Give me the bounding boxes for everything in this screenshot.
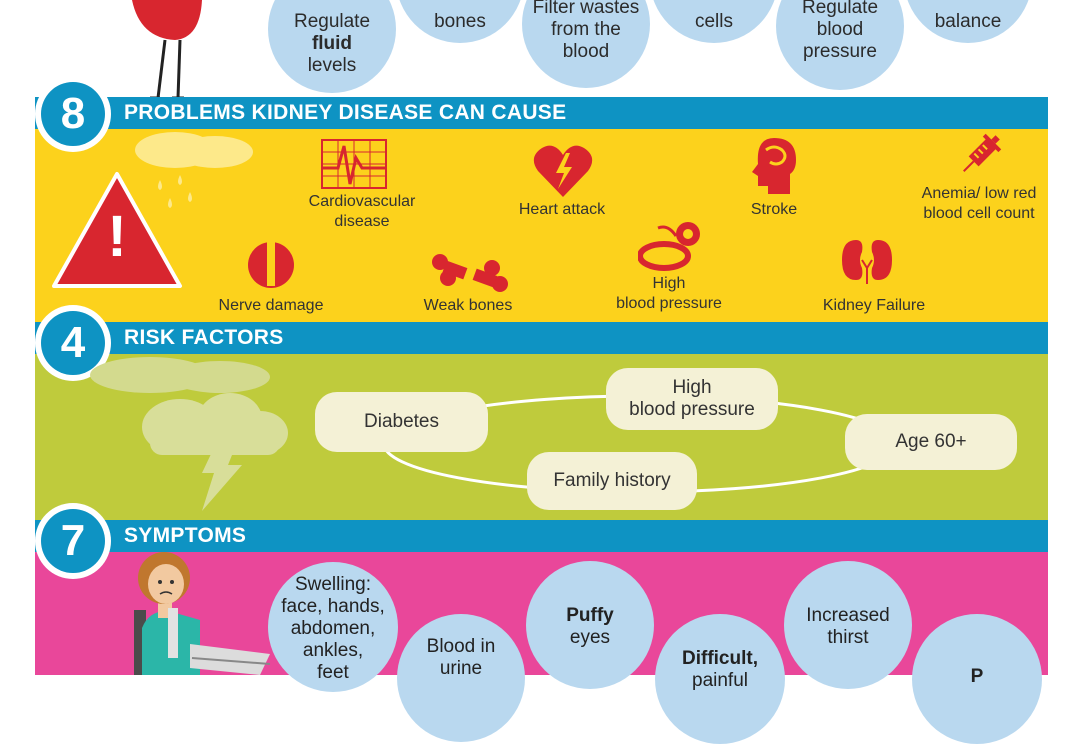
risk-title: RISK FACTORS xyxy=(124,326,284,349)
symptom-puffy-eyes: Puffy eyes xyxy=(526,561,654,689)
sick-person-illustration xyxy=(120,548,280,675)
symptoms-number-badge: 7 xyxy=(35,503,111,579)
problem-label-cardiovascular: Cardiovascular disease xyxy=(308,193,416,230)
symptoms-number: 7 xyxy=(41,509,105,573)
function-circle-wastes: Filter wastes from the blood xyxy=(522,0,650,88)
problem-label-anemia: Anemia/ low red blood cell count xyxy=(921,185,1037,222)
problems-number-badge: 8 xyxy=(35,76,111,152)
problems-title: PROBLEMS KIDNEY DISEASE CAN CAUSE xyxy=(124,101,567,124)
warning-triangle-icon xyxy=(50,170,184,290)
symptom-blood-in-urine: Blood in urine xyxy=(397,614,525,742)
risk-number: 4 xyxy=(41,311,105,375)
stroke-head-icon xyxy=(750,136,798,196)
function-circle-bp: Regulate blood pressure xyxy=(776,0,904,90)
kidneys-icon xyxy=(840,238,894,284)
risk-factor-diabetes: Diabetes xyxy=(315,392,488,452)
storm-cloud-icon xyxy=(90,355,290,515)
problem-label-stroke: Stroke xyxy=(750,201,798,218)
blood-pressure-cuff-icon xyxy=(637,220,704,272)
function-circle-bones: bones xyxy=(396,0,524,43)
problems-header-bar xyxy=(35,97,1048,129)
symptoms-header-bar xyxy=(35,520,1048,552)
problems-number: 8 xyxy=(41,82,105,146)
problem-label-heart-attack: Heart attack xyxy=(518,201,606,218)
cardiovascular-icon xyxy=(320,138,388,190)
weak-bones-icon xyxy=(430,250,510,296)
warning-symbol: ! xyxy=(107,204,127,269)
risk-factor-family: Family history xyxy=(527,452,697,510)
problem-label-kidney-failure: Kidney Failure xyxy=(822,297,926,314)
risk-number-badge: 4 xyxy=(35,305,111,381)
symptoms-title: SYMPTOMS xyxy=(124,524,247,547)
kidney-character xyxy=(120,0,210,100)
problem-label-weak-bones: Weak bones xyxy=(423,297,513,314)
syringe-icon xyxy=(955,130,1005,180)
rain-cloud-icon xyxy=(130,130,260,230)
problem-label-high-bp: High blood pressure xyxy=(616,275,722,312)
risk-header-bar xyxy=(35,322,1048,354)
risk-factor-age: Age 60+ xyxy=(845,414,1017,470)
symptom-swelling: Swelling: face, hands, abdomen, ankles, … xyxy=(268,562,398,692)
symptom-increased-thirst: Increased thirst xyxy=(784,561,912,689)
nerve-damage-icon xyxy=(246,224,296,290)
risk-factor-high-bp: High blood pressure xyxy=(606,368,778,430)
problem-label-nerve: Nerve damage xyxy=(218,297,324,314)
function-circle-cells: cells xyxy=(650,0,778,43)
symptom-last: P xyxy=(912,614,1042,744)
heart-attack-icon xyxy=(532,143,594,199)
function-circle-balance: balance xyxy=(904,0,1032,43)
symptom-difficult-painful: Difficult, painful xyxy=(655,614,785,744)
function-circle-fluid: Regulate fluid levels xyxy=(268,0,396,93)
